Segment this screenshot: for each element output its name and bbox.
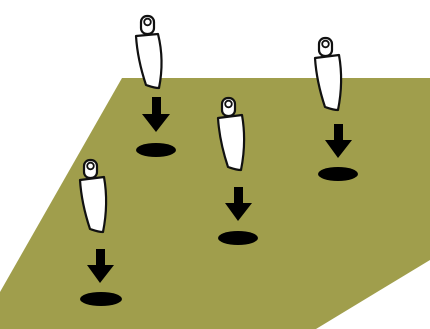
planting-hole [218,231,258,245]
planting-hole [318,167,358,181]
ground-plane [0,78,430,329]
planting-hole [136,143,176,157]
trowel-icon [136,16,162,88]
planting-hole [80,292,122,306]
